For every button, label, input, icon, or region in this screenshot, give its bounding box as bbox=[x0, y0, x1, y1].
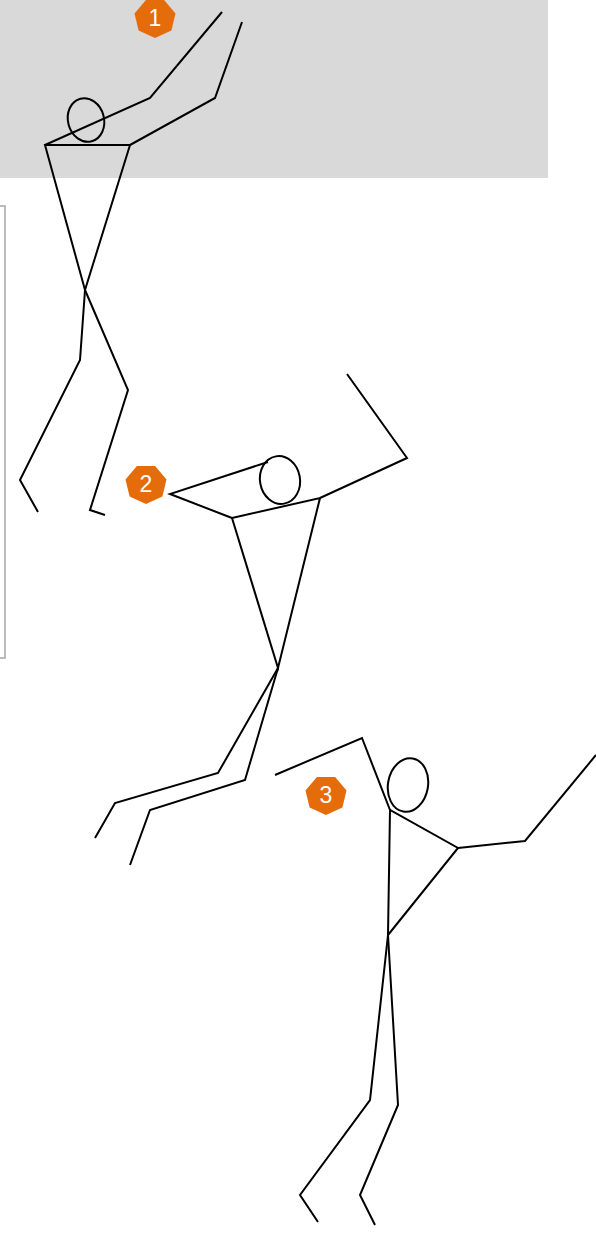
heptagon-fill bbox=[126, 466, 167, 504]
gray-band bbox=[0, 0, 548, 178]
callout-number: 2 bbox=[140, 473, 153, 496]
heptagon-fill bbox=[135, 0, 176, 38]
figure-2 bbox=[95, 374, 407, 865]
figure-3 bbox=[275, 738, 596, 1225]
frame-edge bbox=[0, 206, 5, 658]
callout-badge: 1 bbox=[134, 0, 176, 38]
callout-number: 3 bbox=[320, 784, 333, 807]
callout-badge: 3 bbox=[305, 775, 347, 815]
figure-1 bbox=[20, 12, 242, 515]
heptagon-fill bbox=[306, 777, 347, 815]
callout-badge: 2 bbox=[125, 464, 167, 504]
callout-number: 1 bbox=[149, 7, 162, 30]
